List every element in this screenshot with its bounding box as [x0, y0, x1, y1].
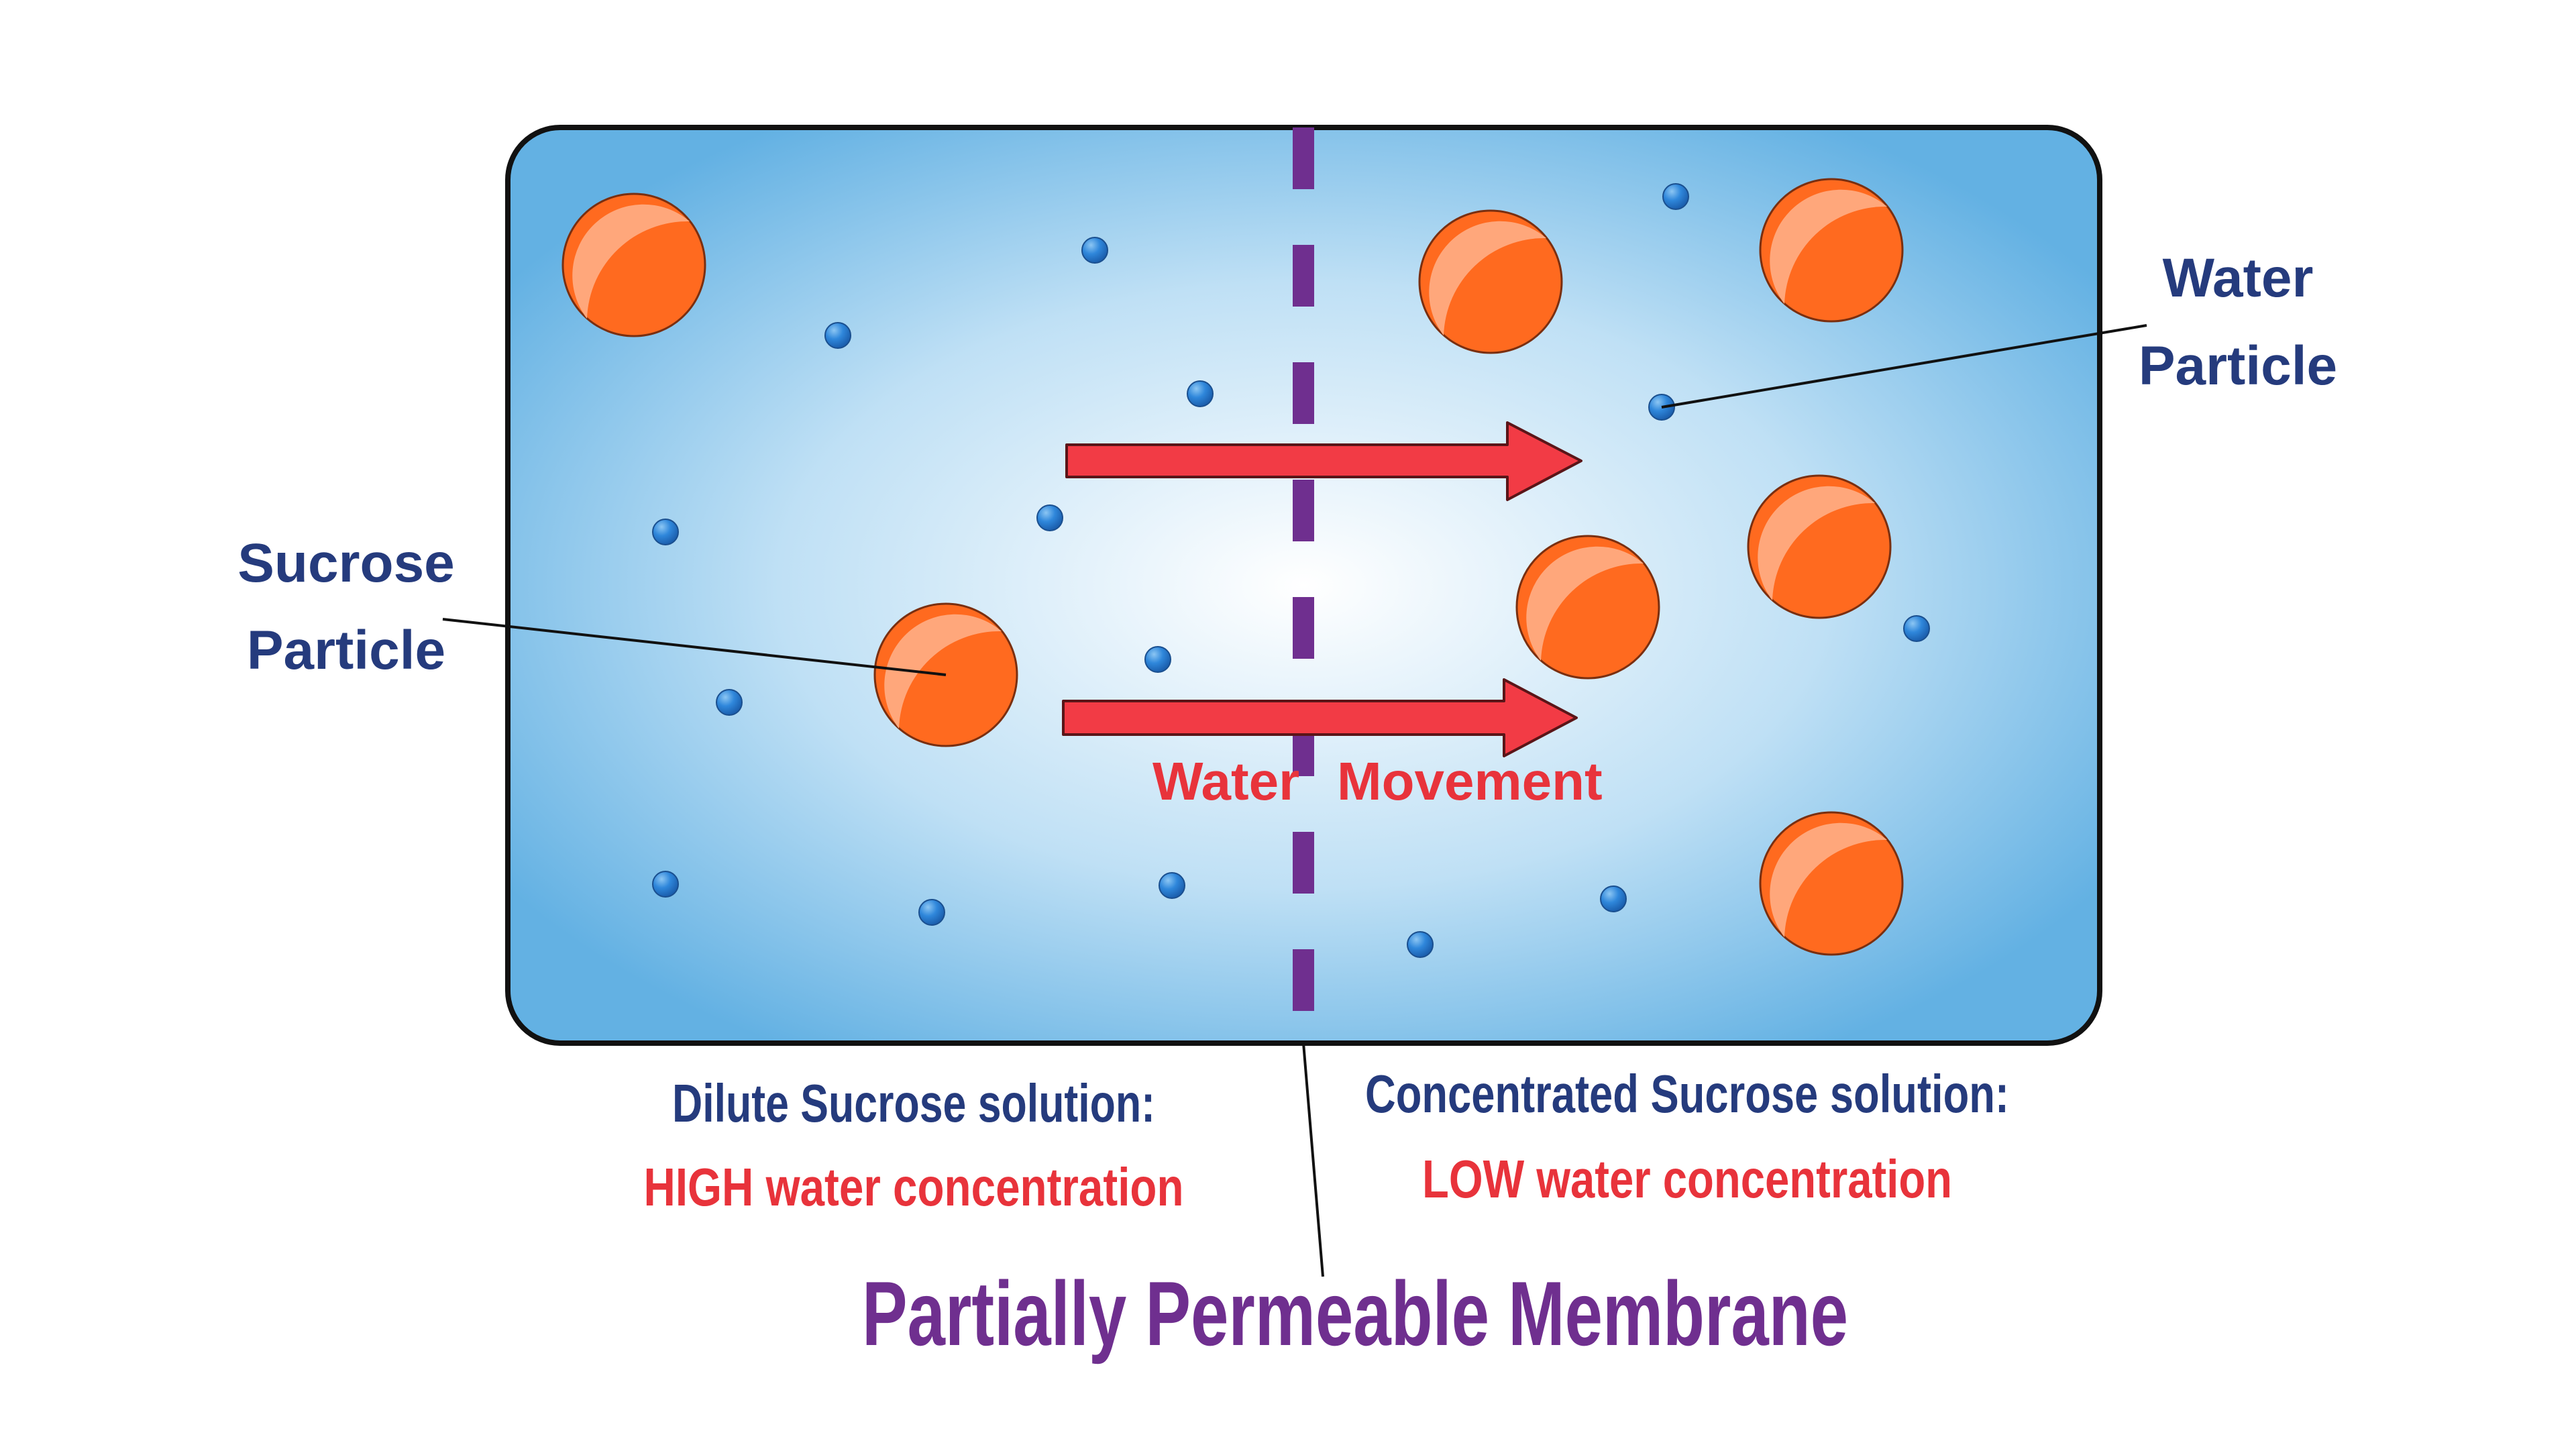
sucrose-particle-label-line2: Particle	[247, 620, 445, 681]
water-particle	[1144, 646, 1171, 673]
sucrose-particles	[561, 178, 1904, 956]
sucrose-particle	[1418, 209, 1563, 354]
sucrose-particle	[1759, 811, 1904, 956]
water-particle	[1407, 931, 1434, 958]
sucrose-particle	[561, 193, 706, 337]
water-particle-label-line2: Particle	[2139, 335, 2337, 396]
water-movement-arrows	[1062, 421, 1582, 757]
water-particle-leader-line	[1661, 324, 2147, 409]
membrane-label: Partially Permeable Membrane	[862, 1263, 1848, 1364]
water-particle	[1662, 183, 1689, 210]
dilute-solution-title: Dilute Sucrose solution:	[672, 1073, 1155, 1133]
water-particle	[1036, 504, 1063, 531]
water-particle-label-line1: Water	[2163, 248, 2314, 309]
dilute-solution-subtitle: HIGH water concentration	[644, 1157, 1184, 1217]
water-particle	[1081, 237, 1108, 264]
water-particle	[652, 519, 679, 545]
arrow-icon	[1065, 421, 1582, 501]
sucrose-particle	[1759, 178, 1904, 323]
sucrose-particle	[1515, 535, 1660, 680]
water-particle	[824, 322, 851, 349]
concentrated-solution-subtitle: LOW water concentration	[1422, 1149, 1952, 1209]
membrane-leader-line	[1302, 1042, 1324, 1277]
water-particle	[1600, 885, 1627, 912]
water-particle	[1159, 872, 1185, 899]
sucrose-particle	[1747, 474, 1892, 619]
water-particle	[1187, 380, 1214, 407]
concentrated-solution-title: Concentrated Sucrose solution:	[1365, 1064, 2009, 1124]
sucrose-particle-label-line1: Sucrose	[237, 533, 455, 594]
water-movement-label-word2: Movement	[1337, 751, 1603, 811]
sucrose-particle-leader-line	[442, 618, 947, 676]
water-particle	[652, 871, 679, 898]
water-particle	[716, 689, 743, 716]
water-particle	[918, 899, 945, 926]
water-particle	[1903, 615, 1930, 642]
water-movement-label: Water	[1152, 751, 1299, 811]
arrow-icon	[1062, 678, 1578, 757]
